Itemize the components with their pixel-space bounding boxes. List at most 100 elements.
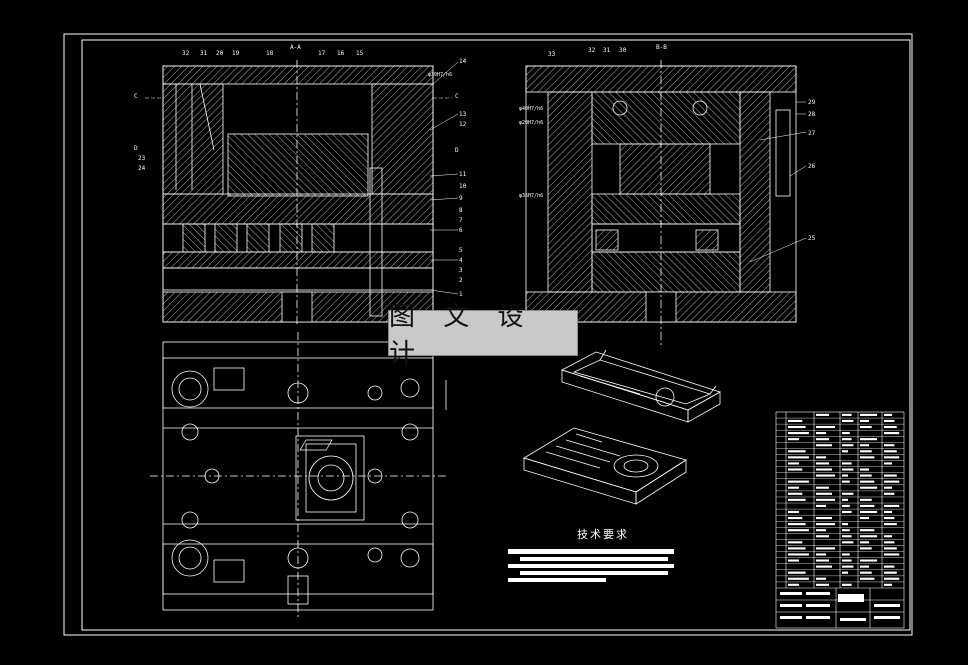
bom-cell-text (816, 438, 829, 441)
bom-cell-text (816, 535, 829, 538)
svg-text:φ40H7/h6: φ40H7/h6 (519, 106, 543, 112)
bom-cell-text (860, 529, 875, 532)
svg-text:16: 16 (337, 50, 345, 57)
bom-cell-text (884, 462, 892, 465)
svg-text:B-B: B-B (656, 44, 667, 51)
svg-text:D: D (455, 147, 459, 154)
svg-text:13: 13 (459, 111, 467, 118)
bom-cell-text (860, 450, 872, 453)
svg-text:31: 31 (603, 47, 611, 54)
bom-cell-text (884, 474, 897, 477)
bom-cell-text (884, 480, 900, 483)
bom-cell-text (884, 541, 895, 544)
bom-cell-text (788, 559, 799, 562)
bom-cell-text (788, 425, 806, 429)
svg-text:C: C (455, 93, 459, 100)
svg-text:14: 14 (459, 58, 467, 65)
svg-text:φ20H7/h6: φ20H7/h6 (519, 120, 543, 126)
bom-cell-text (884, 450, 897, 453)
bom-cell-text (884, 510, 892, 514)
bom-cell-text (884, 547, 897, 550)
bom-cell-text (884, 523, 897, 526)
bom-cell-text (884, 504, 900, 507)
bom-cell-text (842, 571, 848, 574)
bom-cell-text (860, 571, 872, 574)
drawing-title-cell (838, 594, 864, 602)
bom-cell-text (884, 413, 892, 416)
bom-cell-text (816, 553, 826, 556)
iso-part-bottom (299, 427, 687, 505)
bom-cell-text (788, 577, 809, 580)
section-view-b-b (525, 60, 797, 345)
bom-cell-text (788, 510, 799, 514)
svg-text:29: 29 (808, 99, 816, 106)
svg-text:5: 5 (459, 247, 463, 254)
svg-text:31: 31 (200, 50, 208, 57)
bom-cell-text (816, 498, 835, 501)
outer-border (63, 33, 913, 636)
svg-text:12: 12 (459, 121, 467, 128)
bom-cell-text (842, 504, 850, 507)
bom-cell-text (788, 450, 806, 453)
bom-cell-text (884, 516, 895, 520)
svg-text:φ35H7/h6: φ35H7/h6 (519, 193, 543, 199)
svg-text:26: 26 (808, 163, 816, 170)
bom-cell-text (788, 541, 803, 544)
bom-cell-text (884, 419, 895, 423)
bom-cell-text (842, 553, 850, 556)
svg-text:23: 23 (138, 155, 146, 162)
title-block-text (780, 592, 900, 621)
bom-cell-text (816, 468, 832, 471)
bom-cell-text (816, 577, 826, 580)
bom-cell-text (860, 474, 872, 477)
svg-text:27: 27 (808, 130, 816, 137)
bom-cell-text (842, 498, 848, 501)
bom-cell-text (816, 456, 826, 459)
bom-cell-text (816, 486, 829, 489)
bom-cell-text (884, 492, 895, 495)
bom-cell-text (788, 516, 803, 520)
bom-cell-text (860, 419, 869, 423)
bom-cell-text (816, 425, 835, 429)
bom-cell-text (816, 492, 832, 495)
bom-cell-text (860, 413, 878, 416)
bom-cell-text (860, 565, 869, 568)
bom-cell-text (788, 486, 799, 489)
left-leader-lines (145, 61, 459, 295)
technical-requirements-title: 技术要求 (577, 528, 629, 541)
svg-text:3: 3 (459, 267, 463, 274)
bom-cell-text (816, 504, 826, 507)
bom-cell-text (884, 583, 892, 586)
bom-cell-text (816, 462, 829, 465)
bom-cell-text (842, 438, 852, 441)
bom-cell-text (788, 432, 809, 435)
bom-cell-text (816, 444, 832, 447)
bom-cell-text (816, 583, 829, 586)
bom-cell-text (788, 480, 809, 483)
bom-cell-text (842, 432, 850, 435)
svg-text:30: 30 (619, 47, 627, 54)
svg-text:20: 20 (216, 50, 224, 57)
bom-cell-text (860, 504, 875, 507)
bom-cell-text (816, 432, 826, 435)
bom-cell-text (884, 444, 895, 447)
bom-cell-text (842, 559, 852, 562)
bom-cell-text (860, 541, 869, 544)
svg-text:4: 4 (459, 257, 463, 264)
bom-cell-text (860, 498, 872, 501)
bom-cell-text (842, 474, 848, 477)
bom-cell-text (860, 438, 878, 441)
iso-part-top (560, 349, 721, 423)
bom-cell-text (860, 516, 869, 520)
bom-cell-text (842, 419, 854, 423)
svg-text:D: D (134, 145, 138, 152)
bom-cell-text (842, 523, 848, 526)
svg-text:18: 18 (266, 50, 274, 57)
section-view-a-a (162, 60, 434, 325)
svg-text:24: 24 (138, 165, 146, 172)
bom-cell-text (816, 559, 829, 562)
bom-cell-text (884, 577, 900, 580)
svg-text:8: 8 (459, 207, 463, 214)
bom-cell-text (788, 492, 803, 495)
